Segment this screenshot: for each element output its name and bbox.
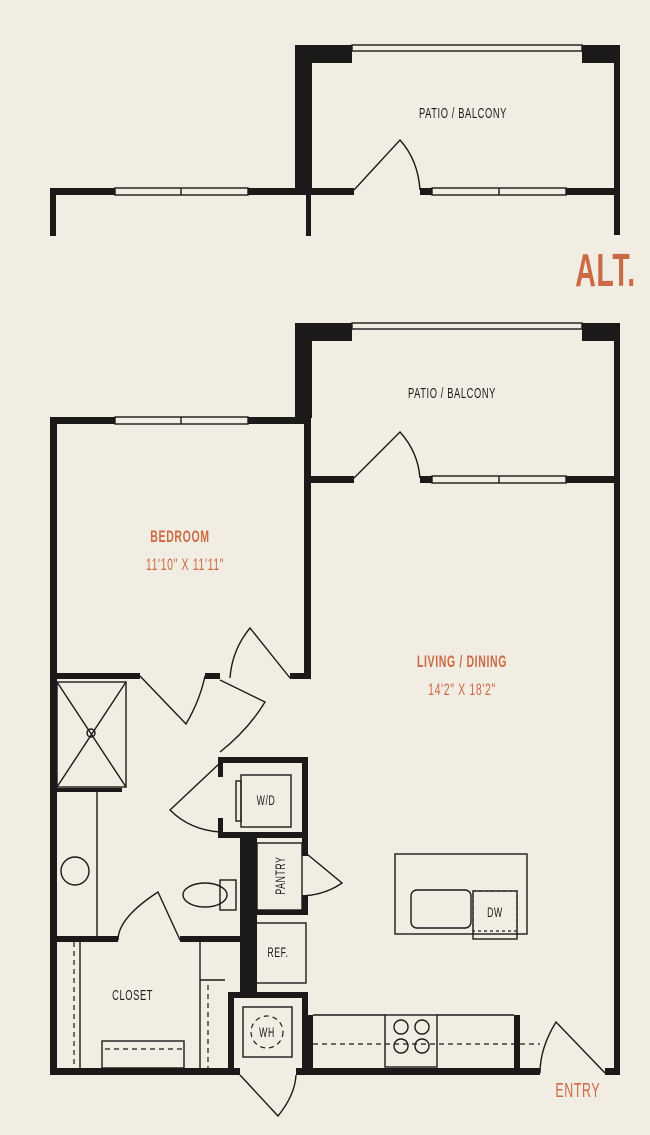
dishwasher-label: DW [487,904,503,920]
entry-label: ENTRY [555,1080,601,1102]
pantry-label: PANTRY [272,856,288,895]
refrigerator-label: REF. [267,944,289,960]
living-label: LIVING / DINING [416,652,508,671]
alt-patio-label: PATIO / BALCONY [418,105,508,122]
washer-dryer-label: W/D [256,792,276,808]
alt-label: ALT. [575,244,636,296]
bedroom-label: BEDROOM [150,527,210,546]
living-dimensions: 14'2" X 18'2" [428,680,496,699]
water-heater-label: WH [259,1024,275,1040]
closet-label: CLOSET [112,987,154,1004]
bedroom-dimensions: 11'10" X 11'11" [145,555,225,574]
patio-label: PATIO / BALCONY [407,385,497,402]
